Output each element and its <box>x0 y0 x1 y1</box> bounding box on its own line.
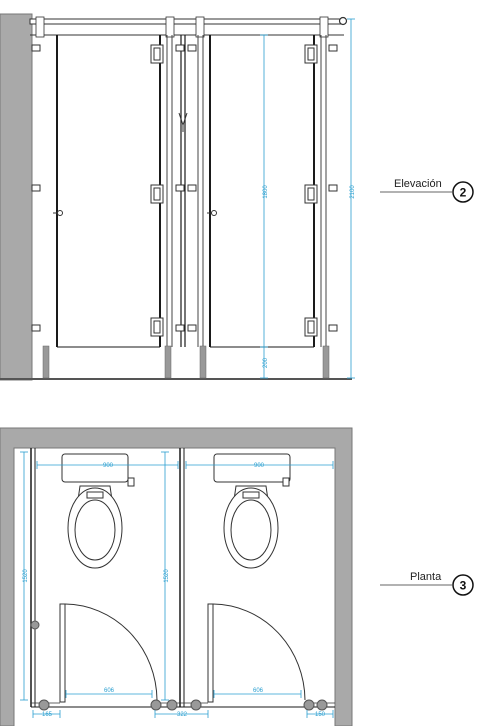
left-toilet-icon <box>61 453 135 569</box>
support-foot-icon <box>38 699 328 711</box>
left-door-elevation <box>53 35 161 348</box>
elevation-wall <box>0 13 33 381</box>
right-door-elevation <box>207 35 315 348</box>
elevation-view: 1800 200 2100 <box>0 13 356 381</box>
dim-depth-right: 1520 <box>164 569 170 583</box>
door-handle-icon <box>211 210 217 216</box>
plan-number-circle <box>452 574 474 596</box>
plan-view: 900 900 1520 1520 606 606 165 322 150 <box>0 427 353 726</box>
dim-panel-height: 1800 <box>263 185 269 199</box>
elevation-number-circle <box>452 181 474 203</box>
right-toilet-icon <box>213 453 291 569</box>
plan-title: Planta <box>410 571 442 583</box>
plan-number: 3 <box>460 579 467 593</box>
dim-offset-left: 165 <box>42 712 53 718</box>
dim-door-left: 606 <box>104 688 115 694</box>
dim-offset-middle: 322 <box>177 712 188 718</box>
indicator-icon <box>178 112 188 127</box>
plan-label: Planta 3 <box>380 571 474 596</box>
dim-offset-right: 150 <box>315 712 326 718</box>
dim-depth-left: 1520 <box>23 569 29 583</box>
hinge-icon <box>150 44 338 337</box>
door-swing-icon <box>59 603 306 703</box>
top-rail <box>29 18 345 25</box>
dim-door-right: 606 <box>253 688 264 694</box>
dim-sink-width-right: 900 <box>254 463 265 469</box>
elevation-number: 2 <box>460 186 467 200</box>
dim-total-height: 2100 <box>350 185 356 199</box>
door-handle-icon <box>57 210 63 216</box>
elevation-label: Elevación 2 <box>380 178 474 203</box>
rail-end-cap-icon <box>338 16 348 26</box>
plan-wall <box>0 427 353 726</box>
dim-sink-width-left: 900 <box>103 463 114 469</box>
elevation-title: Elevación <box>394 178 442 190</box>
support-leg-icon <box>42 345 330 379</box>
dim-gap-bottom: 200 <box>263 357 269 368</box>
wall-knob-icon <box>30 620 40 630</box>
wall-bracket-icon <box>31 44 41 332</box>
